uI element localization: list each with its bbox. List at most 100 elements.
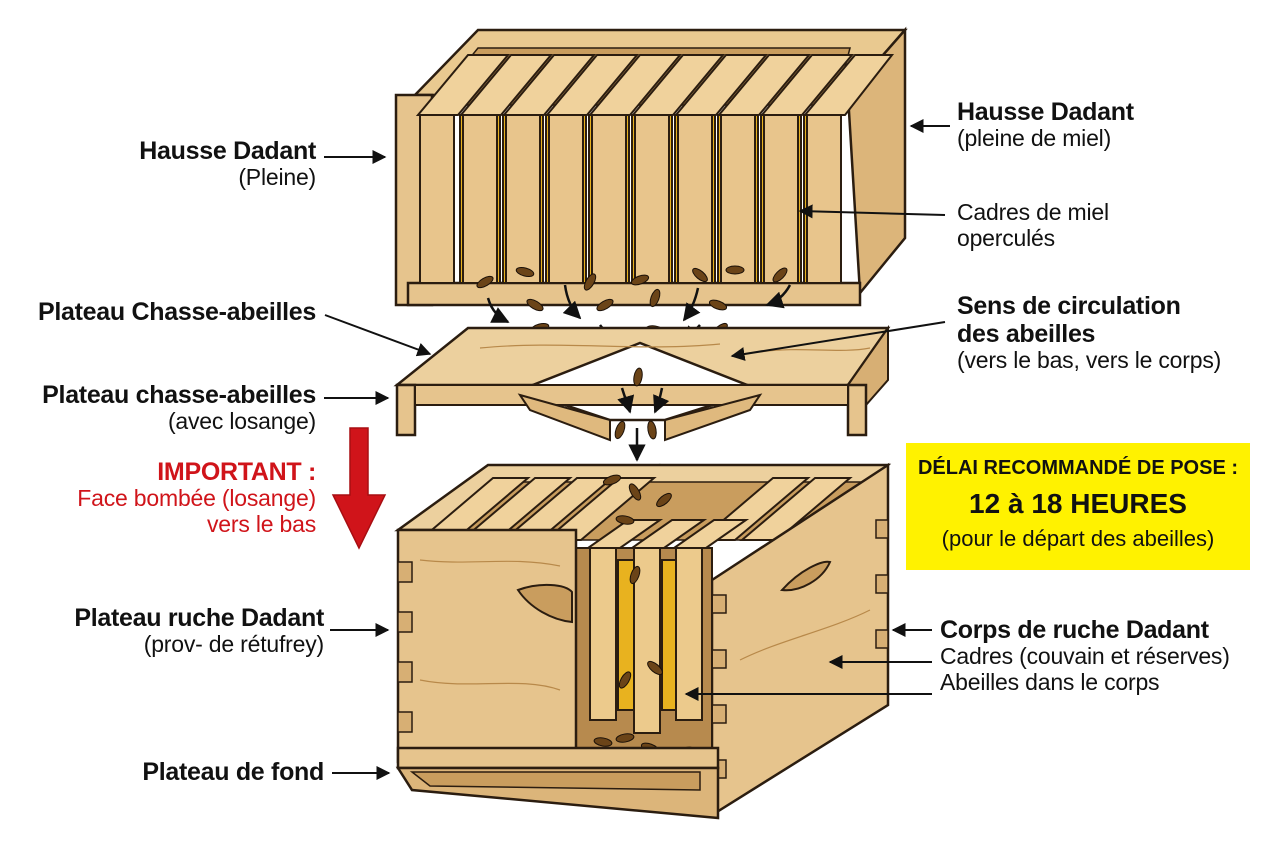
bee <box>614 420 626 440</box>
frame <box>633 547 661 734</box>
bee <box>476 275 494 289</box>
top-bar <box>501 54 597 116</box>
hausse-dadant-super <box>394 26 908 307</box>
label-fond: Plateau de fond <box>142 758 324 786</box>
label-cadres-miel-line1: Cadres de miel <box>957 199 1109 225</box>
bee <box>628 483 642 501</box>
label-sens-line3: (vers le bas, vers le corps) <box>957 347 1222 373</box>
bee <box>692 267 708 283</box>
flow-arrow <box>765 284 792 309</box>
escape-board-front <box>414 384 849 406</box>
finger-joint <box>875 519 889 539</box>
top-bar <box>739 477 853 541</box>
flow-arrow <box>562 284 582 320</box>
bee <box>649 288 661 308</box>
label-corps-title: Corps de ruche Dadant <box>940 616 1209 644</box>
plateau-chasse-abeilles <box>393 324 891 442</box>
bee-flow-arrows-lower <box>617 387 670 462</box>
label-hausse-right: Hausse Dadant (pleine de miel) <box>957 98 1134 152</box>
pointer-sens-circulation <box>730 321 946 361</box>
label-corps-line2: Abeilles dans le corps <box>940 668 1160 695</box>
bee <box>629 565 641 585</box>
top-bar <box>716 54 812 116</box>
honey-frame <box>763 114 799 284</box>
bee <box>633 367 643 387</box>
top-bar <box>673 54 769 116</box>
label-important-line2: vers le bas <box>206 510 316 537</box>
honey-frame <box>548 114 584 284</box>
orientation-arrow <box>331 427 387 550</box>
top-bar <box>415 54 511 116</box>
label-important-line1: Face bombée (losange) <box>77 485 316 511</box>
escape-board-right-rail <box>846 383 868 437</box>
flow-arrow <box>486 297 510 324</box>
callout-line3: (pour le départ des abeilles) <box>941 526 1215 551</box>
label-plateau-ruche: Plateau ruche Dadant (prov- de rétufrey) <box>74 604 324 658</box>
label-cadres-miel: Cadres de miel operculés <box>957 199 1109 252</box>
label-sens-line2: des abeilles <box>957 320 1096 348</box>
brood-frames <box>584 519 750 734</box>
wood-grain <box>419 559 871 691</box>
honey-frame <box>419 114 455 284</box>
wood-grain <box>479 343 871 353</box>
finger-joint <box>397 661 413 683</box>
frame <box>589 547 617 721</box>
bee <box>583 273 597 291</box>
bee <box>615 733 635 743</box>
recommended-delay-callout: DÉLAI RECOMMANDÉ DE POSE : 12 à 18 HEURE… <box>906 443 1250 570</box>
finger-joint <box>397 611 413 633</box>
top-bar <box>630 54 726 116</box>
finger-joint <box>397 711 413 733</box>
bottom-board-front <box>396 746 720 770</box>
top-bar <box>759 54 855 116</box>
front-handhold <box>516 584 573 624</box>
flow-arrow <box>653 387 670 414</box>
bee <box>596 298 614 312</box>
plateau-de-fond <box>395 746 720 820</box>
bee <box>772 267 788 283</box>
finger-joint <box>711 594 727 614</box>
escape-board-ramp-left <box>517 393 611 442</box>
corps-de-ruche-dadant <box>394 462 892 818</box>
honey-frame <box>806 114 842 284</box>
bee <box>708 299 728 311</box>
label-hausse-left: Hausse Dadant (Pleine) <box>139 137 316 191</box>
frame-top <box>628 519 708 549</box>
body-front-panel <box>396 528 578 764</box>
escape-board-left-rail <box>395 383 417 437</box>
pointer-cadres-miel <box>798 204 946 219</box>
label-cadres-miel-line2: operculés <box>957 224 1055 251</box>
bee <box>725 265 745 275</box>
bee <box>615 515 635 525</box>
frame-top <box>670 519 750 549</box>
pointer-plateau-chasse <box>324 314 432 357</box>
honey-frame <box>634 114 670 284</box>
label-plateau-chasse: Plateau Chasse-abeilles <box>38 298 316 326</box>
label-hausse-left-title: Hausse Dadant <box>139 137 316 165</box>
label-plateau-losange-title: Plateau chasse-abeilles <box>42 381 316 409</box>
right-finger-joints <box>711 519 889 779</box>
honey-frames <box>419 114 842 284</box>
finger-joint <box>875 574 889 594</box>
top-bar <box>802 54 895 116</box>
label-important: IMPORTANT : Face bombée (losange) vers l… <box>77 458 316 538</box>
finger-joint <box>397 561 413 583</box>
label-hausse-right-title: Hausse Dadant <box>957 98 1134 126</box>
finger-joint <box>711 704 727 724</box>
label-plateau-losange-sub: (avec losange) <box>167 408 316 434</box>
top-bars <box>415 54 895 116</box>
callout-line2: 12 à 18 HEURES <box>969 488 1187 519</box>
honey-frame <box>591 114 627 284</box>
label-hausse-left-sub: (Pleine) <box>238 164 316 190</box>
label-plateau-ruche-sub: (prov- de rétufrey) <box>143 631 324 657</box>
finger-joint <box>875 629 889 649</box>
frame-top <box>584 519 664 549</box>
right-handhold <box>779 560 832 592</box>
label-corps-line1: Cadres (couvain et réserves) <box>940 643 1230 669</box>
finger-joint <box>711 649 727 669</box>
pointer-arrows <box>324 119 950 780</box>
top-bar <box>587 54 683 116</box>
top-bar <box>458 54 554 116</box>
left-finger-joints <box>397 561 413 733</box>
label-hausse-right-sub: (pleine de miel) <box>957 125 1112 151</box>
